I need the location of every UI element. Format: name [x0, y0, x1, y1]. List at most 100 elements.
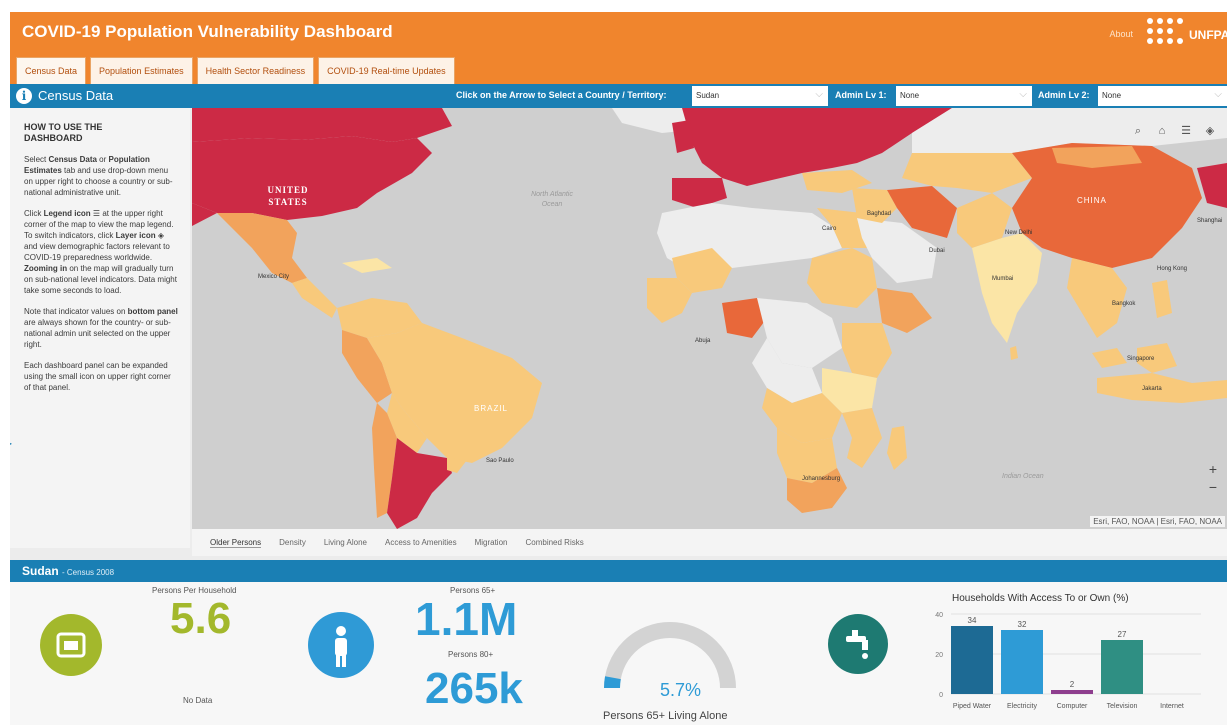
country-select[interactable]: Sudan⌵ — [692, 86, 828, 106]
zoom-controls: + − — [1209, 460, 1217, 496]
map-label-country: CHINA — [1077, 196, 1107, 205]
map-toolbar: ⌕ ⌂ ☰ ◈ — [1131, 124, 1217, 138]
map-region-russia — [912, 108, 1227, 158]
map-label-ocean: Indian Ocean — [1002, 473, 1044, 480]
map-region-angola-zambia — [762, 388, 842, 443]
tab-older-persons[interactable]: Older Persons — [210, 537, 262, 548]
map-region-central-america — [292, 278, 337, 318]
help-paragraph: Click Legend icon ☰ at the upper right c… — [24, 209, 177, 295]
map-region-argentina — [387, 438, 452, 529]
map-label-country: UNITED STATES — [267, 185, 309, 207]
map-label-city: Bangkok — [1112, 301, 1136, 307]
map-attribution[interactable]: Esri, FAO, NOAA | Esri, FAO, NOAA — [1090, 516, 1225, 527]
map-label-city: Sao Paulo — [486, 458, 514, 464]
tab-living-alone[interactable]: Living Alone — [323, 538, 367, 547]
indicator-tabs: Older Persons Density Living Alone Acces… — [192, 529, 1227, 556]
y-tick-label: 20 — [935, 652, 943, 659]
about-link[interactable]: About — [1109, 29, 1133, 39]
map-region-europe — [682, 108, 952, 186]
help-paragraph: Each dashboard panel can be expanded usi… — [24, 361, 171, 392]
map-region-alaska-hint — [192, 203, 217, 226]
tab-population-estimates[interactable]: Population Estimates — [90, 57, 193, 84]
map-region-korea-japan — [1197, 163, 1227, 208]
selection-bar: i Census Data Click on the Arrow to Sele… — [10, 84, 1227, 108]
chart-bar — [1051, 690, 1093, 694]
persons-65-value: 1.1M — [415, 593, 518, 645]
map-label-city: Shanghai — [1197, 218, 1223, 224]
search-icon[interactable]: ⌕ — [1134, 125, 1142, 137]
data-label: 27 — [1118, 630, 1127, 639]
map-region-namibia-botswana — [777, 428, 837, 483]
chart-bar — [951, 626, 993, 694]
collapse-arrow-icon[interactable]: ▸ — [10, 439, 13, 448]
chart-title: Households With Access To or Own (%) — [952, 593, 1129, 604]
map-region-canada — [192, 108, 452, 142]
map-label-city: Hong Kong — [1157, 266, 1188, 272]
unfpa-logo: UNFPA — [1143, 14, 1227, 58]
tab-access-to-amenities[interactable]: Access to Amenities — [384, 538, 457, 547]
map-label-city: Cairo — [822, 226, 837, 232]
tab-census-data[interactable]: Census Data — [16, 57, 87, 84]
map-label-city: Jakarta — [1142, 386, 1162, 392]
chart-bar — [1101, 640, 1143, 694]
zoom-out-button[interactable]: − — [1208, 479, 1217, 495]
tab-combined-risks[interactable]: Combined Risks — [525, 538, 584, 547]
map-region-caribbean — [342, 258, 392, 273]
home-icon[interactable]: ⌂ — [1158, 125, 1166, 137]
map-label-ocean: North Atlantic Ocean — [531, 191, 573, 208]
map-region-central-asia — [902, 153, 1032, 193]
chevron-down-icon: ⌵ — [815, 89, 823, 100]
map-region-iraq — [852, 188, 897, 223]
admin1-label: Admin Lv 1: — [835, 90, 887, 100]
info-icon[interactable]: i — [16, 88, 32, 104]
map-region-madagascar — [887, 426, 907, 470]
map-canvas — [192, 108, 1227, 529]
map-region-india — [972, 233, 1042, 343]
map-label-city: Singapore — [1127, 356, 1155, 362]
map-region-indonesia — [1097, 373, 1227, 403]
app-header: COVID-19 Population Vulnerability Dashbo… — [10, 12, 1227, 84]
map-region-sri-lanka — [1010, 346, 1018, 360]
tab-covid-updates[interactable]: COVID-19 Real-time Updates — [318, 57, 455, 84]
map-region-brazil — [367, 323, 542, 463]
persons-per-household-label: Persons Per Household — [152, 586, 237, 595]
map-region-saudi-arabia — [857, 218, 937, 283]
admin2-select[interactable]: None⌵ — [1098, 86, 1227, 106]
y-tick-label: 40 — [935, 612, 943, 619]
legend-icon[interactable]: ☰ — [1181, 125, 1191, 137]
layers-icon[interactable]: ◈ — [1205, 125, 1215, 137]
persons-per-household-value: 5.6 — [170, 594, 232, 643]
chart-bar — [1001, 630, 1043, 694]
data-label: 34 — [968, 616, 977, 625]
map-region-colombia-venezuela — [337, 298, 422, 338]
map-region-malaysia — [1092, 348, 1127, 368]
map-region-peru — [342, 330, 392, 403]
map-region-philippines — [1152, 280, 1172, 318]
x-tick-label: Television — [1107, 703, 1138, 710]
x-tick-label: Internet — [1160, 703, 1184, 710]
y-tick-label: 0 — [939, 692, 943, 699]
map-region-sudan — [807, 248, 877, 308]
living-alone-value: 5.7% — [660, 680, 702, 700]
admin1-select[interactable]: None⌵ — [896, 86, 1032, 106]
section-title: Census Data — [38, 88, 114, 103]
tab-migration[interactable]: Migration — [474, 538, 508, 547]
living-alone-label: Persons 65+ Living Alone — [603, 710, 728, 722]
tab-health-sector-readiness[interactable]: Health Sector Readiness — [196, 57, 315, 84]
map-region-china — [1012, 143, 1202, 268]
persons-65-label: Persons 65+ — [450, 586, 496, 595]
map-label-city: Mexico City — [258, 274, 290, 280]
dashboard: COVID-19 Population Vulnerability Dashbo… — [10, 12, 1227, 725]
app-title: COVID-19 Population Vulnerability Dashbo… — [22, 22, 393, 41]
map-region-mexico — [217, 213, 307, 283]
map-region-south-africa — [787, 468, 847, 513]
zoom-in-button[interactable]: + — [1208, 461, 1217, 477]
chevron-down-icon: ⌵ — [1019, 89, 1027, 100]
summary-title: Sudan - Census 2008 — [22, 564, 115, 578]
map-label-city: Abuja — [695, 338, 711, 344]
data-label: 2 — [1070, 680, 1075, 689]
map-region-uk — [672, 120, 694, 153]
tab-density[interactable]: Density — [279, 538, 306, 547]
world-map[interactable]: UNITED STATES North Atlantic Ocean BRAZI… — [192, 108, 1227, 529]
